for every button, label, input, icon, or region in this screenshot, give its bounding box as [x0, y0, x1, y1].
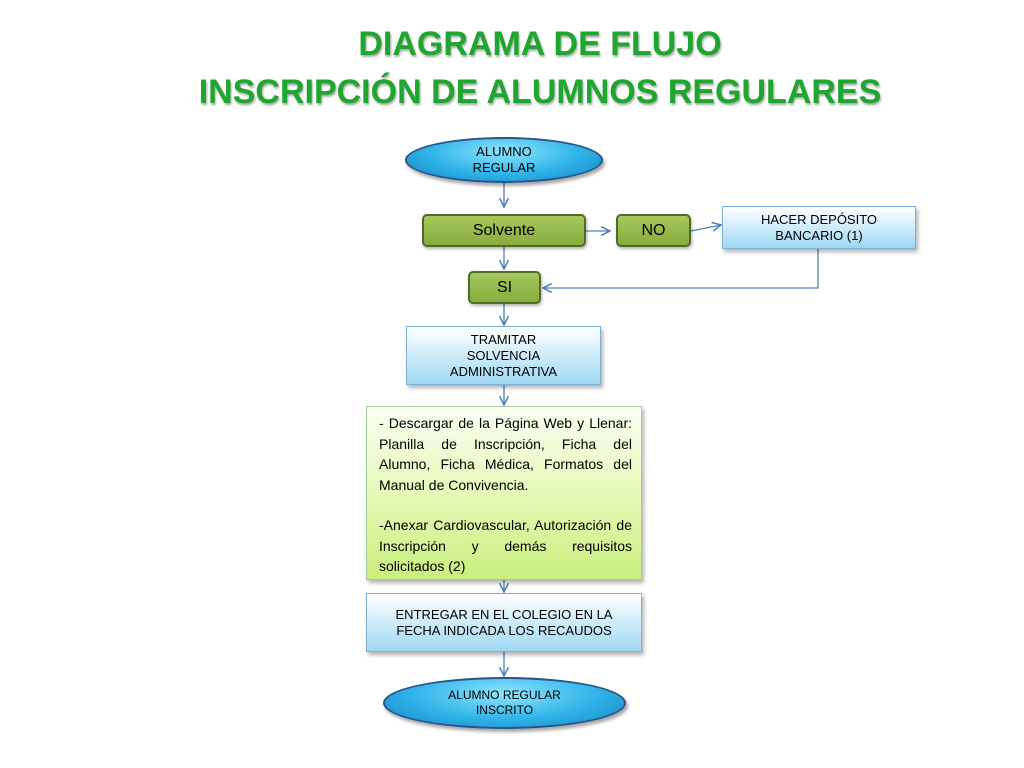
diagram-title-line1: DIAGRAMA DE FLUJO [358, 25, 722, 63]
end-node: ALUMNO REGULAR INSCRITO [383, 677, 626, 729]
connector-no-to-deposito [690, 225, 721, 231]
si-label: SI [496, 278, 513, 296]
steps-paragraph-1: - Descargar de la Página Web y Llenar: P… [379, 415, 632, 493]
entregar-label: ENTREGAR EN EL COLEGIO EN LA FECHA INDIC… [395, 606, 613, 638]
steps-paragraph-2: -Anexar Cardiovascular, Autorización de … [379, 517, 632, 574]
no-node: NO [616, 214, 691, 247]
no-label: NO [641, 221, 666, 239]
entregar-node: ENTREGAR EN EL COLEGIO EN LA FECHA INDIC… [366, 593, 642, 652]
deposito-label: HACER DEPÓSITO BANCARIO (1) [760, 211, 878, 243]
tramitar-label: TRAMITAR SOLVENCIA ADMINISTRATIVA [449, 331, 558, 379]
diagram-title-line2: INSCRIPCIÓN DE ALUMNOS REGULARES [198, 73, 882, 111]
deposito-node: HACER DEPÓSITO BANCARIO (1) [722, 206, 916, 249]
tramitar-node: TRAMITAR SOLVENCIA ADMINISTRATIVA [406, 326, 601, 385]
end-node-label: ALUMNO REGULAR INSCRITO [448, 688, 561, 717]
start-node: ALUMNO REGULAR [405, 137, 603, 183]
si-node: SI [468, 271, 541, 304]
steps-node: - Descargar de la Página Web y Llenar: P… [366, 406, 642, 580]
connector-deposito-to-si [543, 249, 819, 288]
solvente-label: Solvente [472, 221, 536, 239]
start-node-label: ALUMNO REGULAR [472, 144, 536, 175]
solvente-decision: Solvente [422, 214, 586, 247]
